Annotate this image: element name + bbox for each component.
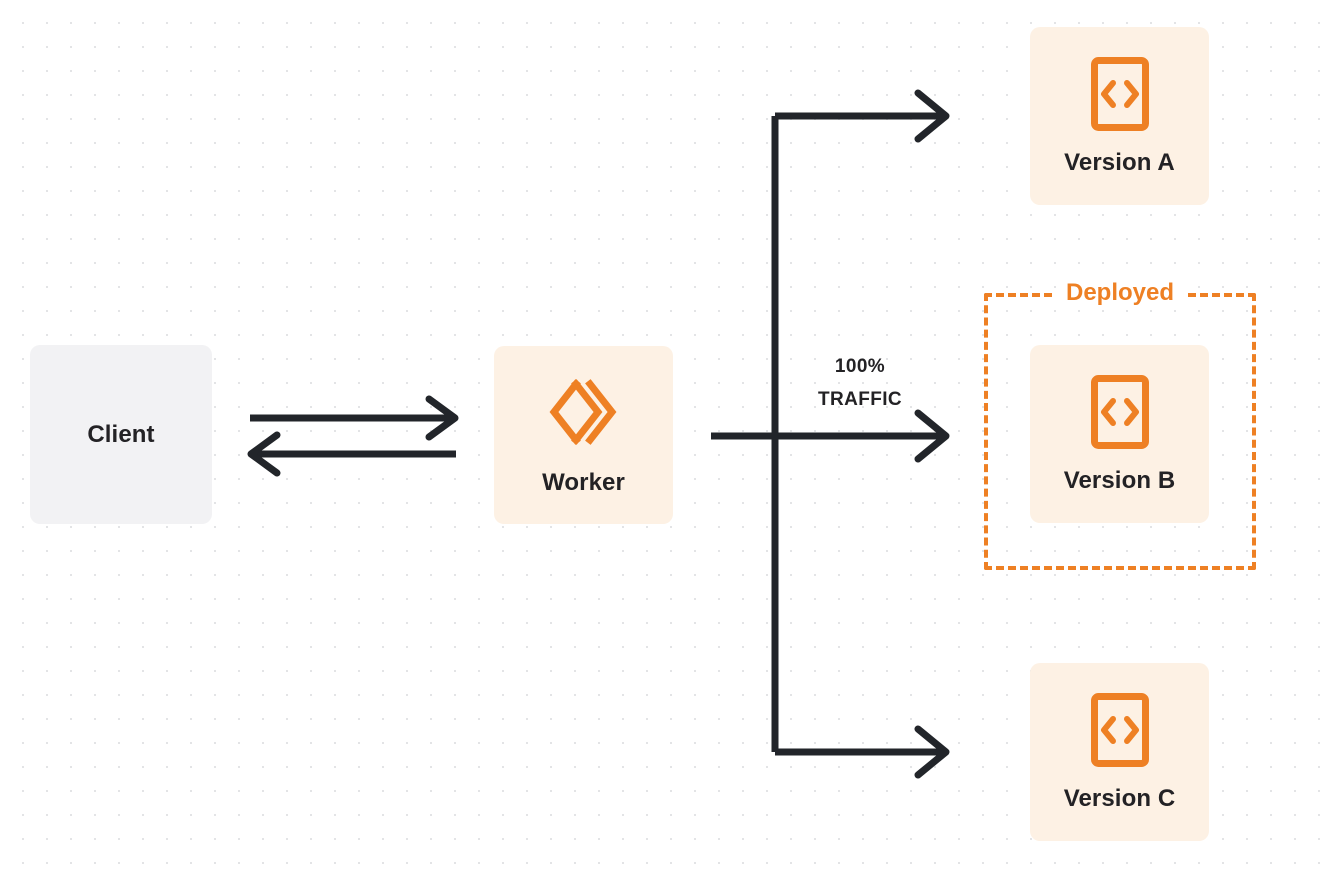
node-version-c[interactable]: Version C [1030, 663, 1209, 841]
code-brackets-icon [1090, 374, 1150, 455]
node-client-label: Client [87, 420, 155, 448]
node-worker[interactable]: Worker [494, 346, 673, 524]
node-version-b[interactable]: Version B [1030, 345, 1209, 523]
traffic-percent: 100% [834, 356, 886, 377]
edge-client-to-worker [250, 395, 459, 441]
deployed-group-label: Deployed [1055, 281, 1185, 305]
node-client[interactable]: Client [30, 345, 212, 524]
code-brackets-icon [1090, 692, 1150, 773]
node-version-c-label: Version C [1063, 784, 1176, 812]
node-version-a[interactable]: Version A [1030, 27, 1209, 205]
edge-worker-to-client [247, 431, 456, 477]
node-version-a-label: Version A [1064, 148, 1175, 176]
code-brackets-icon [1090, 56, 1150, 137]
edge-trunk-to-version-c [775, 725, 950, 779]
cloudflare-workers-logo-icon [546, 374, 622, 455]
edge-worker-to-version-b [711, 409, 950, 463]
traffic-caption: TRAFFIC [817, 389, 903, 411]
traffic-label: 100% TRAFFIC [790, 350, 930, 417]
deployed-group: Deployed [984, 281, 1256, 570]
edge-trunk-to-version-a [775, 89, 950, 143]
node-worker-label: Worker [542, 468, 625, 496]
node-version-b-label: Version B [1063, 466, 1176, 494]
